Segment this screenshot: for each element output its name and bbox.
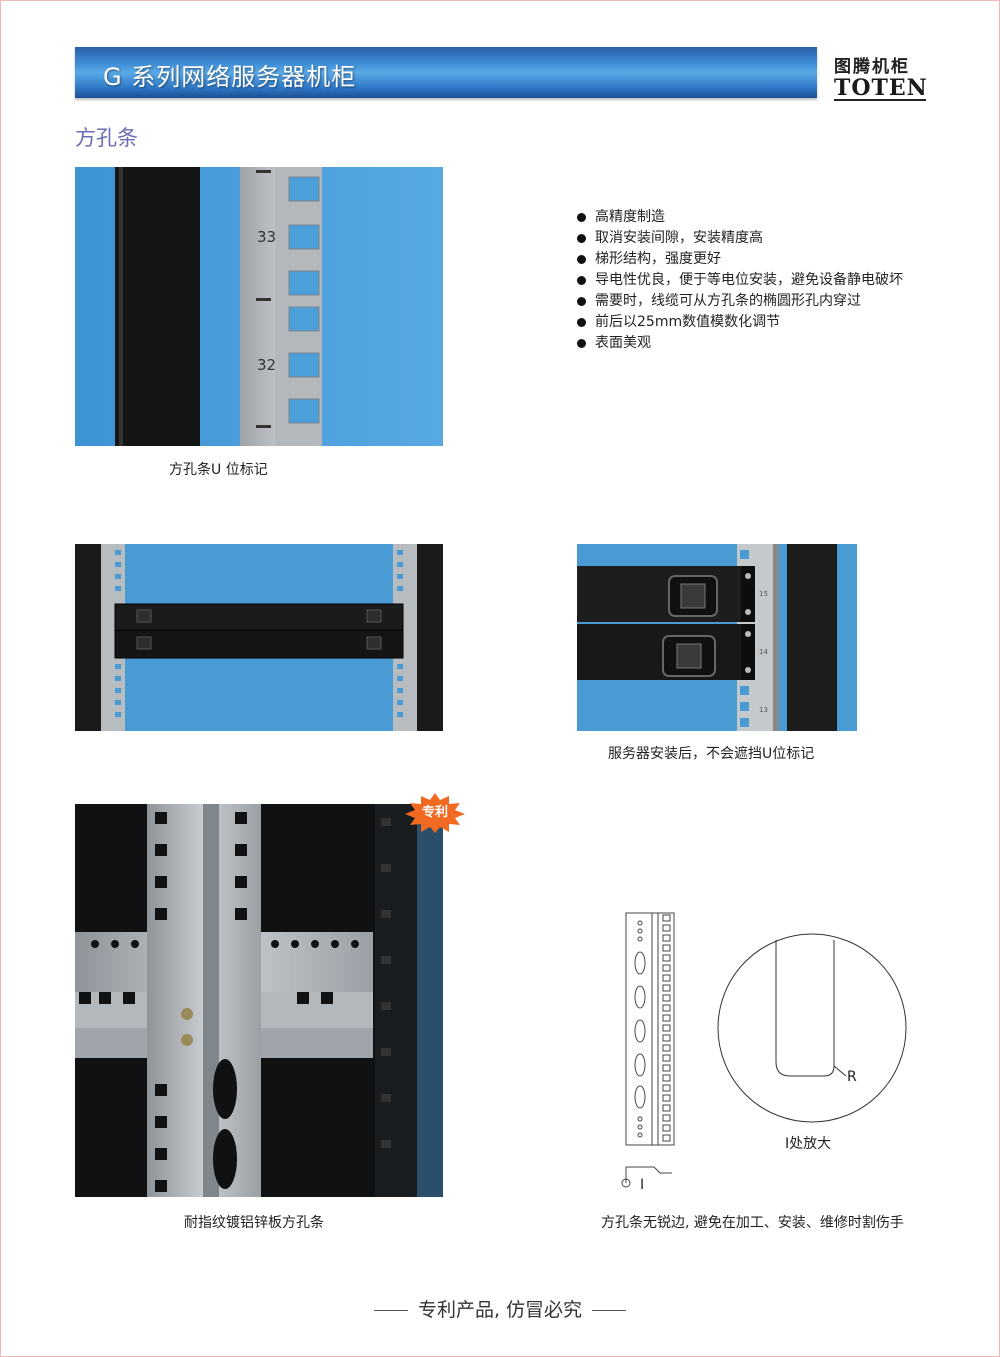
section-marker-label: I	[640, 1177, 645, 1193]
zoom-label: I处放大	[785, 1136, 832, 1152]
photo-galvalume-strip	[75, 804, 443, 1197]
photo-rack-servers	[75, 544, 443, 731]
u-number-14: 14	[759, 648, 768, 656]
strip-profile-drawing	[621, 912, 675, 1188]
u-number-13: 13	[759, 706, 768, 714]
zoom-circle-drawing	[717, 933, 907, 1123]
footer-note: 专利产品, 仿冒必究	[0, 1295, 1000, 1322]
patent-badge-label: 专利	[421, 805, 448, 820]
patent-badge: 专利	[404, 793, 466, 833]
u-number-32: 32	[257, 356, 276, 374]
footer-text: 专利产品, 仿冒必究	[417, 1299, 583, 1321]
header-banner: G 系列网络服务器机柜	[75, 47, 817, 98]
brand-logo: 图腾机柜 TOTEN	[834, 52, 928, 101]
photo-server-closeup-image: 15 14 13	[577, 544, 857, 731]
photo-u-marks-image: 33 32	[75, 167, 443, 446]
strip-drawing	[610, 905, 690, 1195]
feature-item: 前后以25mm数值模数化调节	[577, 312, 903, 333]
feature-item: 梯形结构，强度更好	[577, 249, 903, 270]
brand-name-cn: 图腾机柜	[834, 57, 910, 77]
radius-label: R	[847, 1069, 857, 1085]
caption-server-installed: 服务器安装后，不会遮挡U位标记	[608, 746, 815, 762]
photo-u-marks: 33 32	[75, 167, 443, 446]
u-number-15: 15	[759, 590, 768, 598]
page-title: G 系列网络服务器机柜	[103, 63, 357, 91]
feature-item: 高精度制造	[577, 207, 903, 228]
feature-item: 导电性优良，便于等电位安装，避免设备静电破坏	[577, 270, 903, 291]
photo-galvalume-strip-image	[75, 804, 443, 1197]
brand-name-en: TOTEN	[834, 75, 928, 101]
zoom-drawing	[712, 930, 912, 1130]
feature-list: 高精度制造 取消安装间隙，安装精度高 梯形结构，强度更好 导电性优良，便于等电位…	[577, 207, 903, 354]
section-title: 方孔条	[75, 126, 138, 150]
footer-dash-left	[373, 1310, 408, 1311]
u-number-33: 33	[257, 228, 276, 246]
caption-u-marks: 方孔条U 位标记	[169, 462, 268, 478]
footer-dash-right	[592, 1310, 627, 1311]
caption-galvalume: 耐指纹镀铝锌板方孔条	[184, 1215, 324, 1231]
feature-item: 取消安装间隙，安装精度高	[577, 228, 903, 249]
photo-rack-servers-image	[75, 544, 443, 731]
feature-item: 表面美观	[577, 333, 903, 354]
caption-no-sharp-edges: 方孔条无锐边, 避免在加工、安装、维修时割伤手	[601, 1215, 904, 1231]
feature-item: 需要时，线缆可从方孔条的椭圆形孔内穿过	[577, 291, 903, 312]
photo-server-closeup: 15 14 13	[577, 544, 857, 731]
patent-badge-starburst	[405, 793, 465, 833]
